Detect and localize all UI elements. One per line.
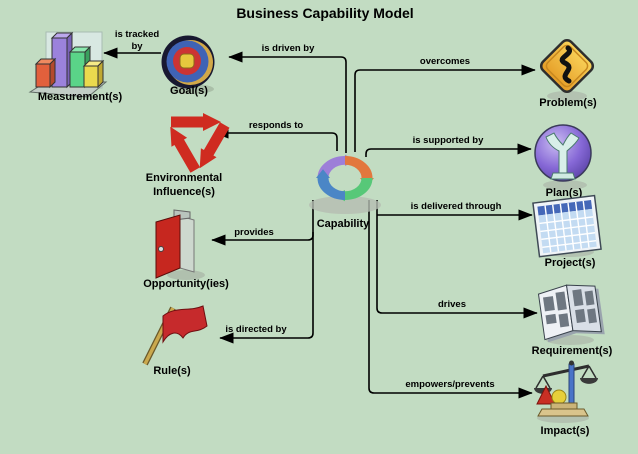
bar-chart-icon [28,31,108,98]
node-label: Plan(s) [546,187,583,199]
node-label: Impact(s) [541,425,590,437]
edge-line[interactable] [365,143,532,157]
node-label: Environmental [146,172,222,184]
text-blocks [543,289,597,328]
edge-is-directed-by[interactable]: is directed by [219,200,314,344]
edge-responds-to[interactable]: responds to [214,120,338,151]
node-rule[interactable]: Rule(s) [142,305,208,377]
node-impact[interactable]: Impact(s) [534,360,598,438]
bar-yellow [82,59,105,89]
node-label: Rule(s) [153,365,191,377]
node-opportunity[interactable]: Opportunity(ies) [143,209,229,290]
shadow [309,196,381,214]
edge-line[interactable] [368,200,533,399]
edge-line[interactable] [354,64,536,152]
edge-label: is supported by [413,135,484,146]
edge-label: is directed by [225,324,287,335]
node-plan[interactable]: Plan(s) [534,124,592,199]
node-label: Opportunity(ies) [143,278,229,290]
edge-label: drives [438,299,466,310]
edge-label: is tracked [115,29,160,40]
edge-label: provides [234,227,274,238]
edge-label: overcomes [420,56,470,67]
node-requirement[interactable]: Requirement(s) [532,281,613,357]
edge-overcomes[interactable]: overcomes [354,56,536,152]
bar-orange [34,57,57,89]
node-problem[interactable]: Problem(s) [539,38,597,109]
page-title: Business Capability Model [236,5,413,21]
scales-icon [534,360,598,423]
node-label: Measurement(s) [38,91,123,103]
document-icon [537,284,605,343]
node-label: Project(s) [545,257,596,269]
edge-label: is driven by [262,43,316,54]
target-icon [161,35,215,94]
edge-is-delivered-through[interactable]: is delivered through [377,201,533,221]
edge-label: by [131,41,143,52]
node-capability[interactable]: Capability [309,154,381,230]
edge-line[interactable] [228,51,347,153]
node-label: Requirement(s) [532,345,613,357]
node-project[interactable]: Project(s) [532,194,602,269]
cycle-arrows-icon [316,154,374,202]
node-label: Goal(s) [170,85,208,97]
warning-road-sign-icon [539,38,595,101]
node-label: Problem(s) [539,97,597,109]
node-environmental-influence[interactable]: Environmental Influence(s) [146,113,233,198]
recycle-icon [170,113,230,173]
edge-drives[interactable]: drives [376,200,538,319]
node-label: Influence(s) [153,186,215,198]
edge-is-tracked-by[interactable]: is tracked by [103,29,161,59]
door-icon [155,209,205,280]
edge-label: responds to [249,120,304,131]
edge-line[interactable] [376,200,538,319]
schedule-grid-icon [532,194,602,258]
edge-is-supported-by[interactable]: is supported by [365,135,532,157]
connectors: is tracked by is driven by responds to p… [103,29,538,399]
edge-label: is delivered through [411,201,502,212]
node-label-capability: Capability [317,218,370,230]
flag-icon [142,305,208,366]
edge-label: empowers/prevents [405,379,494,390]
edge-line[interactable] [214,127,338,151]
node-goal[interactable]: Goal(s) [161,35,215,98]
edge-is-driven-by[interactable]: is driven by [228,43,347,153]
edge-line[interactable] [219,200,314,344]
edge-empowers-prevents[interactable]: empowers/prevents [368,200,533,399]
tree-globe-icon [534,124,592,190]
node-measurement[interactable]: Measurement(s) [28,31,123,103]
